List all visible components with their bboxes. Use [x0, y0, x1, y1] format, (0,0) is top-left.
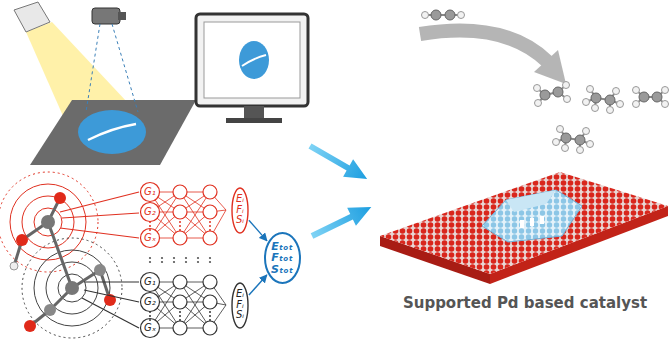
output-text: Eᵢ Fᵢ Sᵢ — [236, 194, 244, 226]
output-connector — [249, 220, 267, 241]
reaction-arrow — [420, 31, 566, 85]
input-feature: Gₓ — [144, 323, 156, 333]
feature-arrows — [60, 192, 139, 328]
input-feature: Gₓ — [144, 233, 156, 243]
output-connector — [249, 275, 267, 295]
atomic-output-ellipse: Eᵢ Fᵢ Sᵢ — [231, 187, 249, 234]
flow-arrow — [305, 137, 372, 187]
flow-arrow — [308, 198, 376, 245]
atomic-output-ellipse: Eᵢ Fᵢ Sᵢ — [231, 282, 249, 329]
atom-environment-rings — [0, 172, 122, 338]
supported-pd-catalyst — [380, 172, 668, 284]
input-feature: G₂ — [144, 207, 156, 217]
output-text: Eᵢ Fᵢ Sᵢ — [236, 289, 244, 321]
input-feature: G₁ — [144, 277, 156, 287]
molecules — [422, 10, 669, 154]
molecule-model — [10, 192, 116, 332]
input-feature: G₁ — [144, 187, 156, 197]
contact-angle-setup — [14, 2, 308, 165]
output-text: Eₜₒₜ Fₜₒₜ Sₜₒₜ — [271, 241, 293, 276]
input-feature: G₂ — [144, 297, 156, 307]
neural-network — [141, 183, 227, 338]
catalyst-caption: Supported Pd based catalyst — [403, 296, 647, 311]
total-output-ellipse: Eₜₒₜ Fₜₒₜ Sₜₒₜ — [264, 232, 301, 284]
